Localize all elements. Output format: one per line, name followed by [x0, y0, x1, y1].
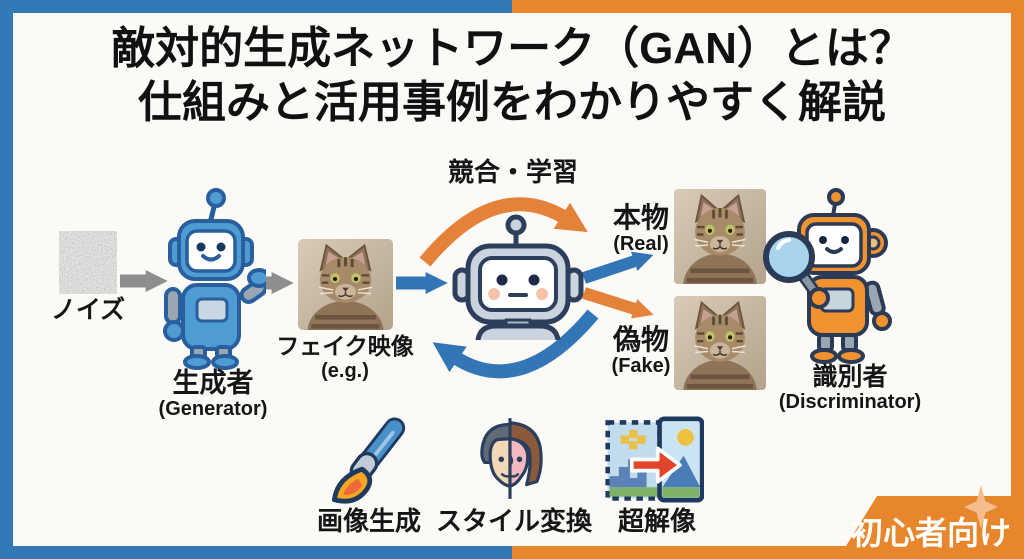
- use-case-label-super-resolution: 超解像: [617, 506, 696, 536]
- arc-competition-top: [419, 197, 588, 267]
- fake-label: 偽物 (Fake): [598, 324, 684, 378]
- noise-label: ノイズ: [50, 296, 126, 324]
- fake-cat-image: [298, 239, 393, 330]
- discriminator-label-sub: (Discriminator): [778, 391, 922, 413]
- use-case-label-style-transfer: スタイル変換: [435, 506, 592, 536]
- discriminator-robot-icon: [763, 188, 892, 364]
- competition-label: 競合・学習: [447, 157, 578, 187]
- super-resolution-icon: [605, 416, 704, 503]
- paintbrush-icon: [331, 417, 406, 504]
- discriminator-label: 識別者 (Discriminator): [760, 363, 940, 413]
- generator-label: 生成者 (Generator): [138, 368, 288, 421]
- beginner-badge-label: 初心者向け: [850, 515, 1011, 551]
- fake-image-label-main: フェイク映像: [276, 333, 414, 359]
- real-label: 本物 (Real): [598, 202, 684, 256]
- real-cat-image: [674, 189, 766, 284]
- noise-image: [59, 231, 117, 294]
- generator-label-main: 生成者: [172, 368, 254, 398]
- generator-label-sub: (Generator): [158, 398, 268, 421]
- title-line-1: 敵対的生成ネットワーク（GAN）とは？: [111, 24, 913, 73]
- fake-image-label-sub: (e.g.): [321, 359, 369, 382]
- arrow-center-to-fake: [582, 287, 654, 319]
- real-label-main: 本物: [612, 202, 669, 233]
- judge-robot-icon: [452, 214, 584, 340]
- fake-image-label: フェイク映像 (e.g.): [268, 333, 422, 382]
- real-label-sub: (Real): [613, 233, 669, 256]
- discriminator-label-main: 識別者: [812, 363, 888, 391]
- page-title: 敵対的生成ネットワーク（GAN）とは？ 仕組みと活用事例をわかりやすく解説: [0, 22, 1024, 129]
- fake-label-sub: (Fake): [611, 355, 671, 378]
- fake-label-main: 偽物: [612, 324, 669, 355]
- style-transfer-face-icon: [480, 418, 543, 499]
- fake-cat-image-2: [674, 296, 766, 390]
- title-line-2: 仕組みと活用事例をわかりやすく解説: [138, 77, 886, 127]
- generator-robot-icon: [163, 188, 266, 370]
- arc-competition-bottom: [432, 309, 599, 379]
- use-case-label-image-generation: 画像生成: [316, 506, 421, 536]
- arrow-center-to-real: [582, 251, 654, 284]
